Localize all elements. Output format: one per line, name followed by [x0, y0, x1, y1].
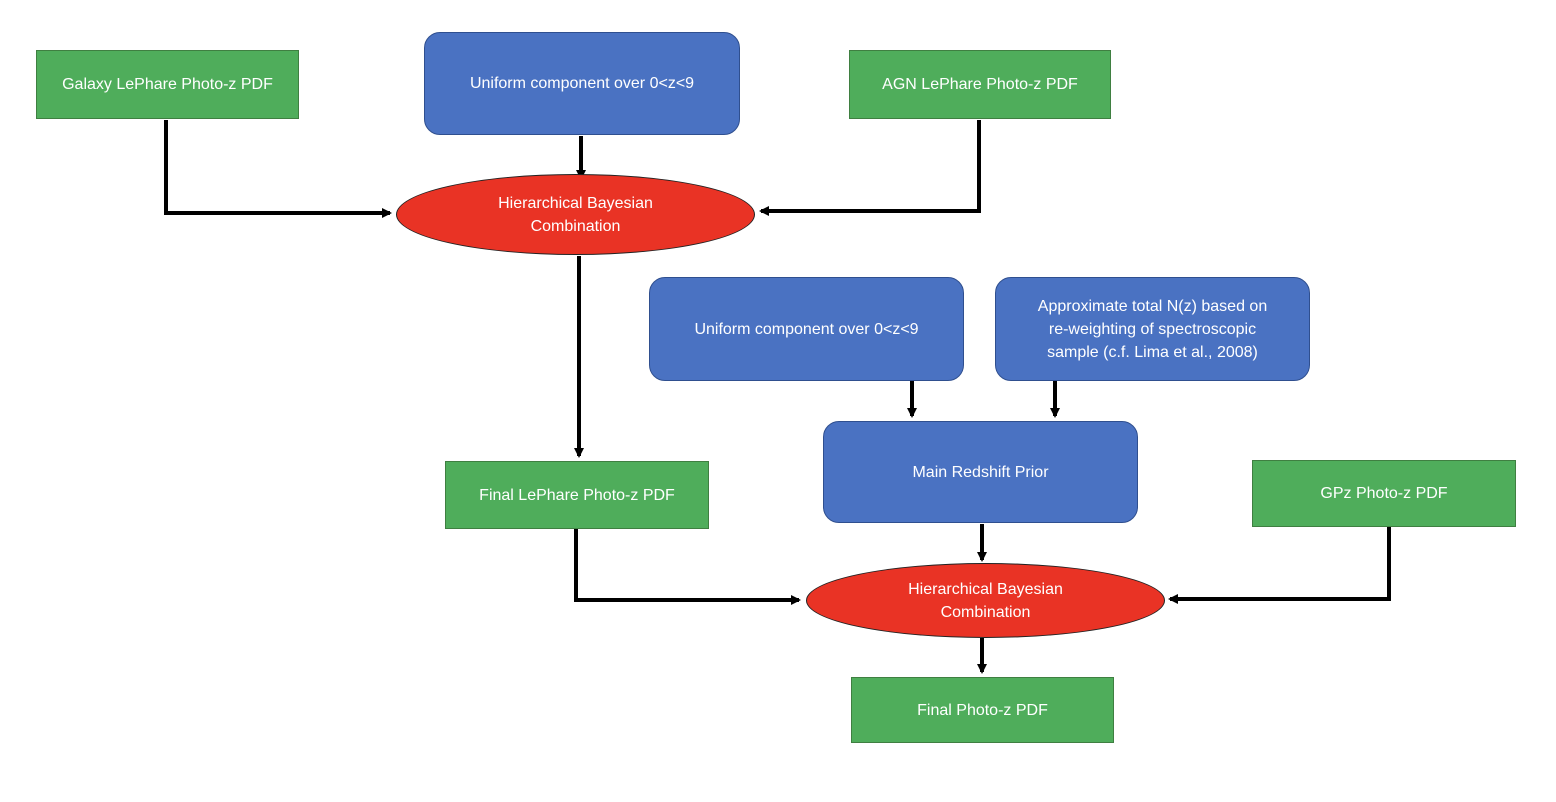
final-lephare-pdf-label: Final LePhare Photo-z PDF: [479, 486, 675, 504]
combination-1-label: Hierarchical Bayesian Combination: [498, 194, 653, 235]
arrow-final-lephare-to-combination-2: [574, 529, 801, 605]
main-redshift-prior-label: Main Redshift Prior: [912, 463, 1049, 481]
agn-lephare-pdf-box: AGN LePhare Photo-z PDF: [849, 50, 1111, 119]
combination-2-label: Hierarchical Bayesian Combination: [908, 580, 1063, 621]
uniform-component-mid-box: Uniform component over 0<z<9: [649, 277, 964, 381]
main-redshift-prior-box: Main Redshift Prior: [823, 421, 1138, 523]
uniform-component-mid-label: Uniform component over 0<z<9: [694, 320, 919, 338]
galaxy-lephare-pdf-box: Galaxy LePhare Photo-z PDF: [36, 50, 299, 119]
final-photo-z-pdf-label: Final Photo-z PDF: [917, 701, 1048, 719]
arrow-agn-to-combination-1: [759, 120, 981, 216]
hierarchical-bayesian-combination-1: Hierarchical Bayesian Combination: [396, 174, 755, 255]
galaxy-lephare-pdf-label: Galaxy LePhare Photo-z PDF: [62, 76, 273, 93]
arrow-gpz-to-combination-2: [1168, 527, 1391, 604]
gpz-pdf-label: GPz Photo-z PDF: [1320, 485, 1448, 502]
approximate-nz-prior-box: Approximate total N(z) based on re-weigh…: [995, 277, 1310, 381]
hierarchical-bayesian-combination-2: Hierarchical Bayesian Combination: [806, 563, 1165, 638]
approximate-nz-prior-label: Approximate total N(z) based on re-weigh…: [1037, 297, 1268, 361]
final-lephare-pdf-box: Final LePhare Photo-z PDF: [445, 461, 709, 529]
uniform-component-top-box: Uniform component over 0<z<9: [424, 32, 740, 135]
uniform-component-top-label: Uniform component over 0<z<9: [469, 75, 695, 92]
arrow-galaxy-to-combination-1: [164, 120, 392, 218]
agn-lephare-pdf-label: AGN LePhare Photo-z PDF: [882, 76, 1078, 93]
gpz-pdf-box: GPz Photo-z PDF: [1252, 460, 1516, 527]
final-photo-z-pdf-box: Final Photo-z PDF: [851, 677, 1114, 743]
